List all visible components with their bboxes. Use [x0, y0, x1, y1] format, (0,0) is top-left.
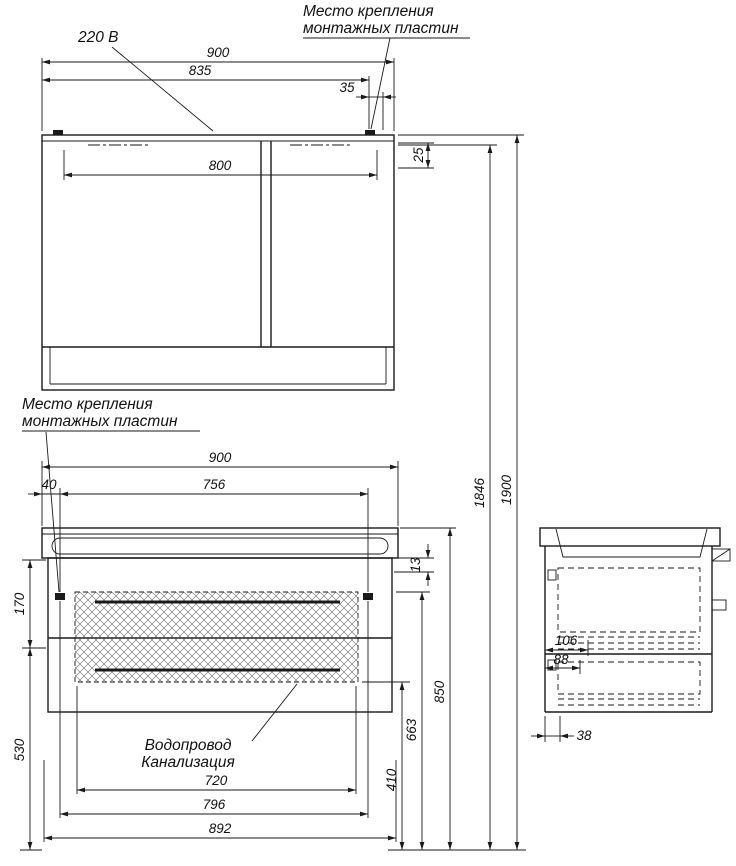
mounting-plate-left — [53, 130, 63, 135]
mirror-cabinet-dimensions: 900 835 35 800 25 — [41, 45, 434, 180]
dim-mirror-35: 35 — [339, 80, 355, 95]
dim-mirror-25: 25 — [411, 147, 426, 164]
vanity-dimensions: 900 756 40 13 170 530 850 663 410 — [12, 450, 456, 851]
plumbing-leader-line — [251, 683, 298, 742]
mounting-plate-right — [365, 130, 375, 135]
vanity-front-view — [41, 527, 399, 713]
mounting-plate-left-leader-line — [45, 431, 60, 593]
dim-vanity-13: 13 — [408, 557, 423, 573]
vanity-side-view — [539, 527, 731, 713]
voltage-label: 220 В — [77, 29, 119, 46]
mounting-plate-label-left-line2: монтажных пластин — [22, 413, 178, 430]
vanity-mounting-plate-left — [55, 593, 65, 600]
dim-height-1900: 1900 — [499, 474, 514, 505]
dim-side-88: 88 — [553, 652, 569, 667]
wall-bracket-top — [711, 548, 731, 562]
wall-bracket-bottom — [711, 599, 727, 611]
dim-vanity-720: 720 — [205, 773, 228, 788]
dim-side-106: 106 — [555, 633, 578, 648]
mounting-plate-label-top-line1: Место крепления — [303, 3, 434, 20]
dim-vanity-530: 530 — [12, 738, 27, 761]
mounting-plate-label-top-line2: монтажных пластин — [303, 20, 459, 37]
dim-vanity-663: 663 — [404, 718, 419, 741]
basin-rim — [51, 537, 389, 555]
mounting-plate-label-left-line1: Место крепления — [22, 396, 153, 413]
plumbing-zone-hatch — [74, 591, 359, 683]
vanity-mounting-plate-right — [363, 593, 373, 600]
overall-height-dimensions: 1846 1900 — [388, 134, 526, 851]
dim-vanity-40: 40 — [41, 477, 57, 492]
side-view-dimensions: 106 88 38 — [531, 633, 592, 743]
dim-height-1846: 1846 — [472, 477, 487, 508]
dim-mirror-width: 900 — [207, 45, 230, 60]
callouts: 220 В Место крепления монтажных пластин … — [22, 3, 470, 771]
dim-vanity-width: 900 — [209, 450, 232, 465]
drawer-box-bottom-hidden — [557, 661, 701, 695]
dim-vanity-850: 850 — [432, 680, 447, 703]
mounting-plate-top-leader-line — [370, 37, 391, 130]
dim-vanity-410: 410 — [384, 768, 399, 791]
plumbing-label-line1: Водопровод — [145, 737, 232, 754]
drawer-box-top-hidden — [557, 567, 701, 633]
dim-side-38: 38 — [576, 728, 592, 743]
dim-mirror-800: 800 — [209, 158, 232, 173]
dim-vanity-756: 756 — [203, 477, 226, 492]
dim-mirror-835: 835 — [189, 63, 212, 78]
voltage-leader-line — [111, 46, 214, 132]
dim-vanity-796: 796 — [203, 797, 226, 812]
dim-vanity-892: 892 — [209, 821, 232, 836]
plumbing-label-line2: Канализация — [141, 754, 235, 771]
dim-vanity-170: 170 — [12, 592, 27, 615]
